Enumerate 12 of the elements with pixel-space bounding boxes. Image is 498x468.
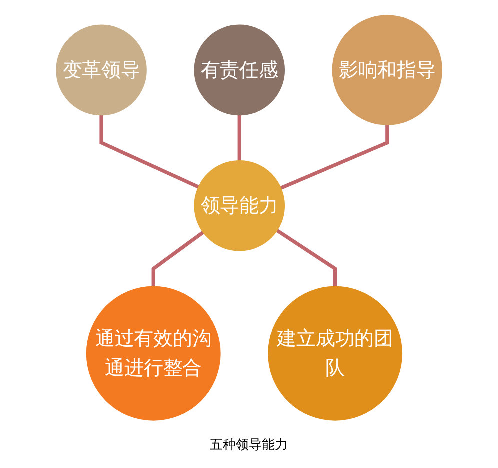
connector [237, 115, 242, 162]
node-circle: 影响和指导 [332, 15, 442, 126]
node-circle: 变革领导 [56, 24, 147, 116]
node-circle: 领导能力 [194, 160, 285, 252]
caption: 五种领导能力 [210, 437, 288, 454]
connector [280, 124, 389, 190]
node-circle: 建立成功的团队 [268, 286, 402, 421]
connector [151, 230, 204, 288]
node-circle: 通过有效的沟通进行整合 [86, 286, 221, 421]
connector [276, 229, 337, 288]
node-circle: 有责任感 [194, 24, 285, 116]
connector [99, 115, 200, 189]
